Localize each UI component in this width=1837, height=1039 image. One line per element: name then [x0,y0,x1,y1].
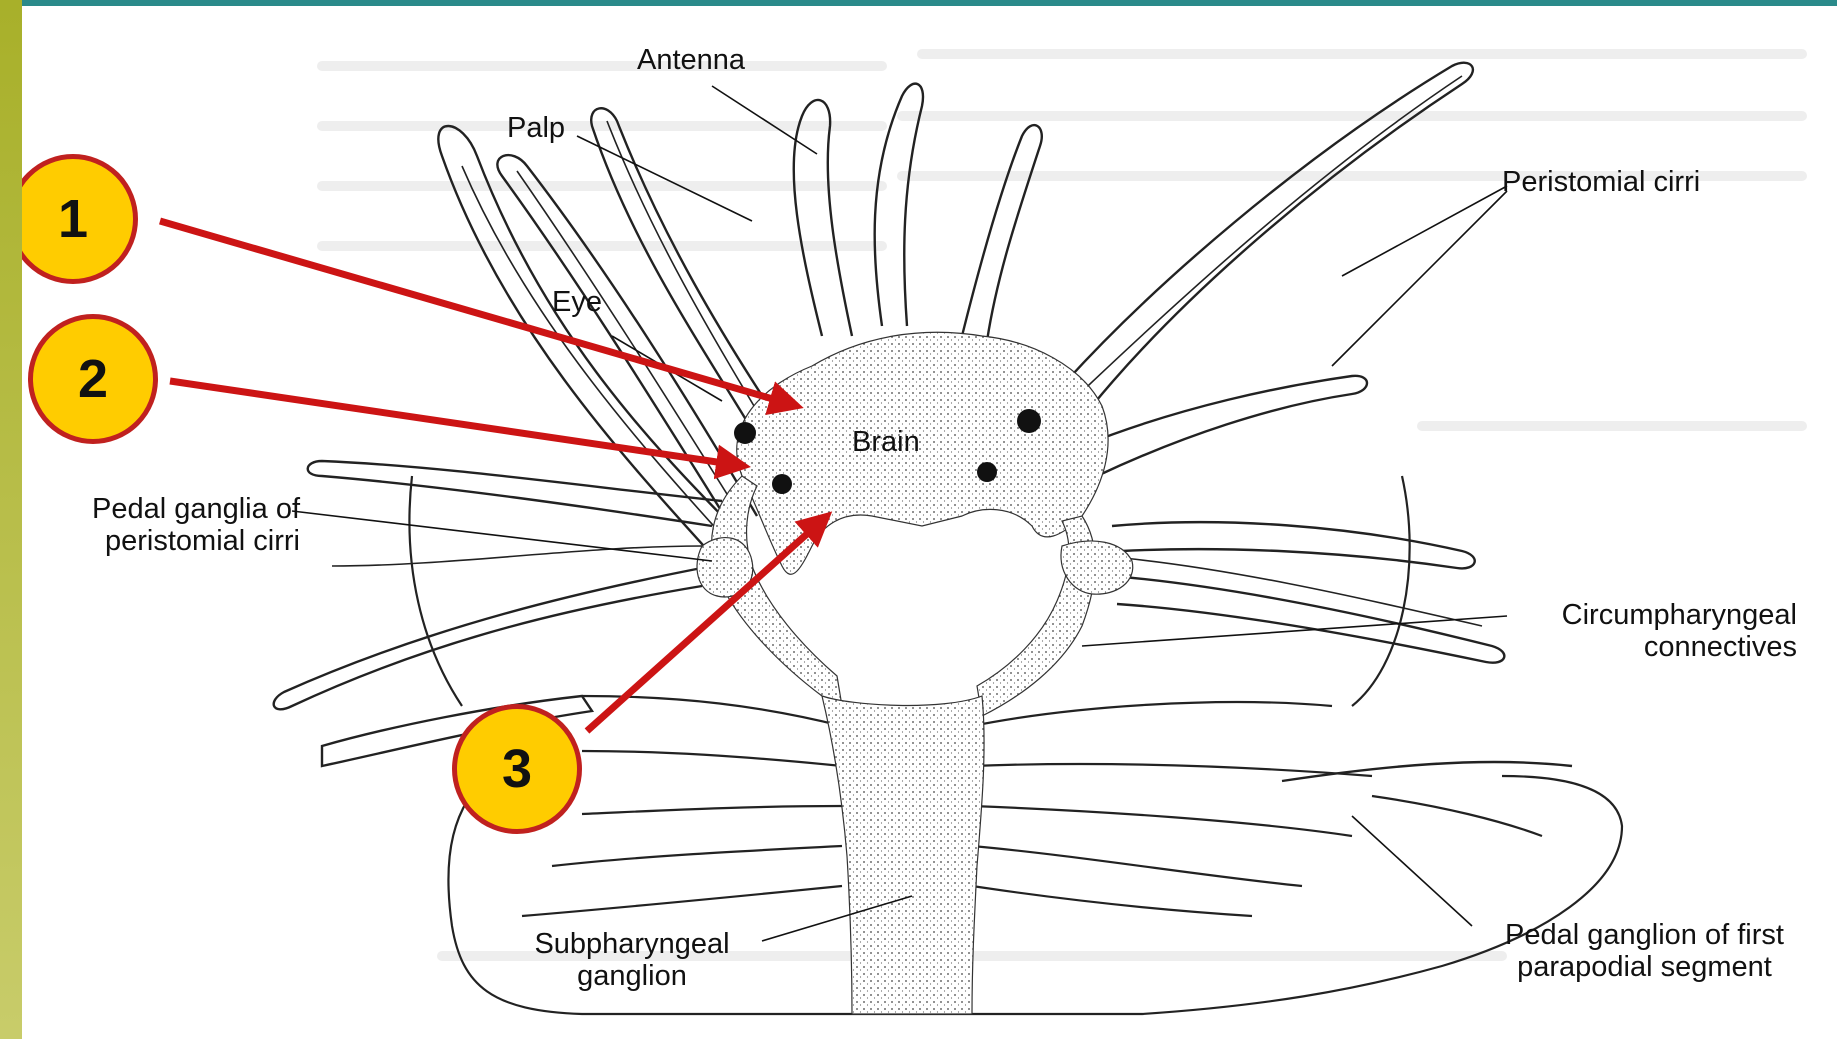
marker-2: 2 [28,314,158,444]
label-subpharyngeal-line1: Subpharyngeal [497,928,767,960]
left-accent-bar [0,0,22,1039]
subpharyngeal-ganglion-mass [822,696,984,1014]
label-pedal-first-line1: Pedal ganglion of first [1477,919,1812,951]
label-pedal-ganglia-peristomial: Pedal ganglia of peristomial cirri [42,493,300,557]
label-circumpharyngeal-line1: Circumpharyngeal [1492,599,1797,631]
label-eye: Eye [552,286,602,318]
label-pedal-ganglia-line1: Pedal ganglia of [42,493,300,525]
label-pedal-ganglia-line2: peristomial cirri [42,525,300,557]
label-palp: Palp [507,112,565,144]
label-antenna: Antenna [637,44,745,76]
label-circumpharyngeal-line2: connectives [1492,631,1797,663]
brain-ganglia-mass [737,332,1108,574]
label-peristomial-cirri: Peristomial cirri [1502,166,1700,198]
diagram-stage: Antenna Palp Eye Brain Pedal ganglia of … [22,6,1837,1039]
label-pedal-ganglion-first-segment: Pedal ganglion of first parapodial segme… [1477,919,1812,983]
label-pedal-first-line2: parapodial segment [1477,951,1812,983]
label-subpharyngeal-line2: ganglion [497,960,767,992]
parapodial-nerves [522,696,1542,916]
label-subpharyngeal-ganglion: Subpharyngeal ganglion [497,928,767,992]
arrow-2 [170,381,744,466]
label-circumpharyngeal-connectives: Circumpharyngeal connectives [1492,599,1797,663]
marker-3: 3 [452,704,582,834]
label-brain: Brain [852,426,920,458]
